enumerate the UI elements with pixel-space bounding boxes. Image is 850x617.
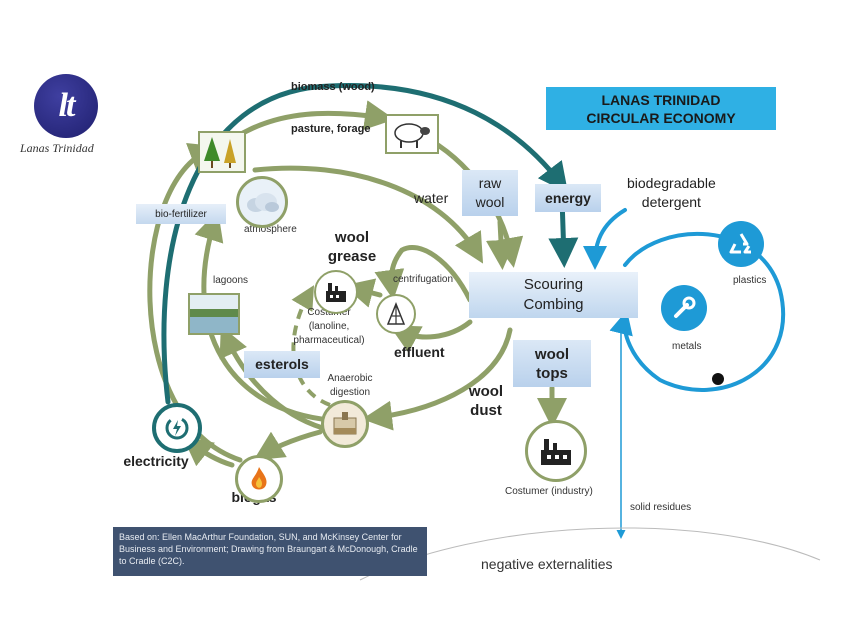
detergent-arrow: [583, 208, 627, 270]
lagoons-label: lagoons: [213, 275, 249, 286]
factory-icon: [314, 270, 358, 314]
negative-externalities-label: negative externalities: [481, 556, 613, 572]
costumer-industry-label: Costumer (industry): [505, 486, 593, 497]
logo-name: Lanas Trinidad: [20, 141, 94, 155]
title-line-1: LANAS TRINIDAD: [601, 91, 721, 108]
diagram-title: LANAS TRINIDAD CIRCULAR ECONOMY: [546, 87, 776, 130]
solid-residues-label: solid residues: [630, 502, 692, 513]
industry-factory-icon: [525, 420, 587, 482]
water-label: water: [414, 190, 449, 206]
trees-icon: [198, 131, 246, 173]
wrench-icon: [661, 285, 707, 331]
water-arrow: [252, 165, 484, 264]
grease-arrow: [374, 244, 473, 303]
electricity-label: electricity: [123, 453, 189, 469]
raw-wool-arrow: [485, 219, 516, 270]
title-line-2: CIRCULAR ECONOMY: [586, 109, 736, 126]
centrifuge-icon: [376, 294, 416, 334]
electricity-icon: [152, 403, 202, 453]
externalities-arc: [359, 527, 821, 581]
end-dot: [712, 373, 724, 385]
pasture-arrow: [233, 100, 395, 140]
lanas-trinidad-logo: lt: [34, 74, 98, 138]
plastics-label: plastics: [733, 275, 767, 286]
lagoon-icon: [188, 293, 240, 335]
esterols-box: esterols: [244, 351, 320, 378]
cloud-icon: [236, 176, 288, 228]
effluent-label: effluent: [394, 344, 445, 360]
bio-fertilizer-box: bio-fertilizer: [136, 204, 226, 224]
pasture-label: pasture, forage: [291, 123, 371, 135]
effluent-arrow: [389, 319, 473, 353]
metals-label: metals: [672, 341, 702, 352]
biomass-arrow: [161, 83, 569, 405]
atmosphere-label: atmosphere: [244, 224, 297, 235]
recycle-icon: [718, 221, 764, 267]
energy-box: energy: [535, 184, 601, 212]
digester-icon: [321, 400, 369, 448]
flame-icon: [235, 455, 283, 503]
plastics-loop: [609, 231, 786, 392]
wool-dust-arrow: [362, 327, 513, 431]
lagoon-arrow: [219, 325, 333, 433]
biomass-label: biomass (wood): [291, 81, 375, 93]
sheep-icon: [385, 114, 439, 154]
source-note: Based on: Ellen MacArthur Foundation, SU…: [113, 527, 427, 576]
biogas-arrow: [253, 429, 323, 461]
centrifugation-label: centrifugation: [393, 274, 454, 285]
